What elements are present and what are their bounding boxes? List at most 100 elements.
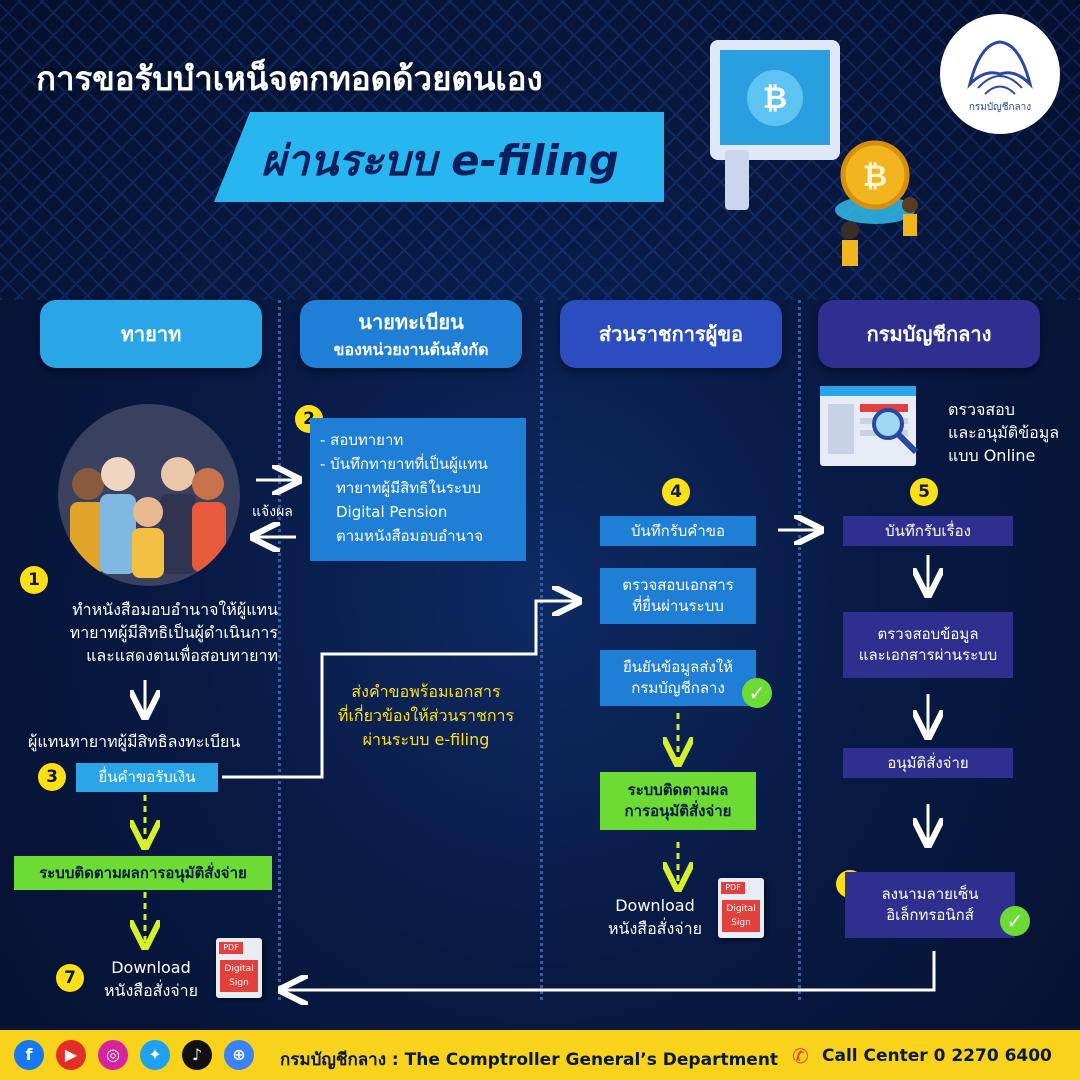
step-badge: 7 xyxy=(56,964,84,992)
record-request-box: บันทึกรับคำขอ xyxy=(600,516,756,546)
column-title: ส่วนราชการผู้ขอ xyxy=(598,322,744,346)
pdf-label-line: Digital xyxy=(726,904,756,914)
tracking-system-box: ระบบติดตามผลการอนุมัติสั่งจ่าย xyxy=(14,856,272,890)
page-subtitle: ผ่านระบบ e-filing xyxy=(261,136,619,185)
column-header-heir: ทายาท xyxy=(40,300,262,368)
magnifier-icon xyxy=(872,408,904,440)
approve-payment-box: อนุมัติสั่งจ่าย xyxy=(843,748,1013,778)
logo-text: กรมบัญชีกลาง xyxy=(968,102,1032,113)
family-illustration xyxy=(58,404,240,586)
online-review-illustration xyxy=(820,386,919,466)
note-line: ที่เกี่ยวข้องให้ส่วนราชการ xyxy=(337,706,515,725)
confirm-data-box: ยืนยันข้อมูลส่งให้ กรมบัญชีกลาง xyxy=(600,650,756,706)
pdf-document-icon: PDF Digital Sign xyxy=(216,938,262,998)
pdf-label: Digital Sign xyxy=(722,900,760,932)
phone-icon: ✆ xyxy=(792,1044,809,1068)
task-line: ตามหนังสือมอบอำนาจ xyxy=(336,527,483,545)
record-matter-box: บันทึกรับเรื่อง xyxy=(843,516,1013,546)
pdf-tag: PDF xyxy=(219,942,243,954)
download-subtitle: หนังสือสั่งจ่าย xyxy=(104,981,198,1001)
check-documents-box: ตรวจสอบเอกสาร ที่ยื่นผ่านระบบ xyxy=(600,568,756,624)
text-line: ตรวจสอบ xyxy=(948,400,1015,419)
box-line: ยืนยันข้อมูลส่งให้ xyxy=(622,658,734,676)
box-line: และเอกสารผ่านระบบ xyxy=(858,646,998,664)
download-title: Download xyxy=(615,896,695,915)
submit-connector xyxy=(222,601,576,779)
column-title: ทายาท xyxy=(120,322,182,346)
call-center: Call Center 0 2270 6400 xyxy=(822,1046,1052,1066)
crypto-illustration: ₿ ₿ xyxy=(710,40,918,266)
phone-shape xyxy=(725,150,749,210)
pdf-label-line: Sign xyxy=(229,978,249,988)
box-line: การอนุมัติสั่งจ่าย xyxy=(624,802,732,820)
send-note: ส่งคำขอพร้อมเอกสาร ที่เกี่ยวข้องให้ส่วนร… xyxy=(300,680,552,752)
gold-coin-glyph: ₿ xyxy=(863,159,887,194)
column-subtitle: ของหน่วยงานต้นสังกัด xyxy=(333,339,489,359)
text-line: ทำหนังสือมอบอำนาจให้ผู้แทน xyxy=(72,600,278,619)
column-title: นายทะเบียน xyxy=(358,309,464,334)
column-divider xyxy=(278,300,281,1000)
youtube-icon[interactable]: ▶ xyxy=(56,1040,86,1070)
return-connector xyxy=(284,951,936,990)
pdf-tag: PDF xyxy=(721,882,745,894)
task-line: Digital Pension xyxy=(336,503,448,521)
task-line: - สอบทายาท xyxy=(320,431,404,449)
instagram-icon[interactable]: ◎ xyxy=(98,1040,128,1070)
social-icons: f ▶ ◎ ✦ ♪ ⊕ xyxy=(14,1040,254,1070)
column-title: กรมบัญชีกลาง xyxy=(866,322,992,346)
department-logo xyxy=(940,14,1060,134)
pdf-label-line: Digital xyxy=(224,964,254,974)
step-badge: 5 xyxy=(910,478,938,506)
step-badge: 3 xyxy=(38,763,66,791)
pdf-label: Digital Sign xyxy=(220,960,258,992)
column-header-registrar: นายทะเบียน ของหน่วยงานต้นสังกัด xyxy=(300,300,522,368)
subtitle-banner xyxy=(214,112,664,202)
download-title: Download xyxy=(111,958,191,977)
step3-caption: ผู้แทนทายาทผู้มีสิทธิลงทะเบียน xyxy=(28,732,241,751)
pdf-label-line: Sign xyxy=(731,918,751,928)
download-subtitle: หนังสือสั่งจ่าย xyxy=(608,919,702,939)
column-divider xyxy=(798,300,801,1000)
check-icon: ✓ xyxy=(742,678,772,708)
person-icon xyxy=(902,197,918,213)
tiktok-icon[interactable]: ♪ xyxy=(182,1040,212,1070)
feedback-label: แจ้งผล xyxy=(252,504,293,520)
column-divider xyxy=(540,300,543,1000)
box-line: ที่ยื่นผ่านระบบ xyxy=(632,597,724,615)
text-line: และแสดงตนเพื่อสอบทายาท xyxy=(86,646,278,666)
box-line: อิเล็กทรอนิกส์ xyxy=(886,906,974,924)
tracking-system-box: ระบบติดตามผล การอนุมัติสั่งจ่าย xyxy=(600,772,756,830)
bitcoin-glyph: ₿ xyxy=(763,81,787,116)
check-icon: ✓ xyxy=(1000,906,1030,936)
note-line: ส่งคำขอพร้อมเอกสาร xyxy=(351,682,501,701)
box-line: ระบบติดตามผล xyxy=(627,781,729,799)
task-line: - บันทึกทายาทที่เป็นผู้แทน xyxy=(320,455,488,473)
website-icon[interactable]: ⊕ xyxy=(224,1040,254,1070)
person-body xyxy=(842,240,858,266)
text-line: ทายาทผู้มีสิทธิเป็นผู้ดำเนินการ xyxy=(69,623,278,643)
registrar-task-box: - สอบทายาท - บันทึกทายาทที่เป็นผู้แทน ทา… xyxy=(310,418,526,561)
flow-connectors xyxy=(0,0,1080,1030)
facebook-icon[interactable]: f xyxy=(14,1040,44,1070)
twitter-icon[interactable]: ✦ xyxy=(140,1040,170,1070)
step-badge: 1 xyxy=(20,566,48,594)
pdf-document-icon: PDF Digital Sign xyxy=(718,878,764,938)
text-line: แบบ Online xyxy=(948,446,1036,466)
download-text: Download หนังสือสั่งจ่าย xyxy=(598,894,712,940)
download-text: Download หนังสือสั่งจ่าย xyxy=(92,956,210,1002)
page-title: การขอรับบำเหน็จตกทอดด้วยตนเอง xyxy=(36,59,543,98)
task-line: ทายาทผู้มีสิทธิในระบบ xyxy=(336,479,482,497)
step1-description: ทำหนังสือมอบอำนาจให้ผู้แทน ทายาทผู้มีสิท… xyxy=(20,598,278,668)
online-review-text: ตรวจสอบ และอนุมัติข้อมูล แบบ Online xyxy=(948,398,1078,468)
step-badge: 4 xyxy=(662,478,690,506)
person-body xyxy=(903,214,917,236)
gold-coin-icon xyxy=(840,140,910,210)
column-header-agency: ส่วนราชการผู้ขอ xyxy=(560,300,782,368)
check-data-box: ตรวจสอบข้อมูล และเอกสารผ่านระบบ xyxy=(843,612,1013,678)
box-line: ตรวจสอบข้อมูล xyxy=(877,625,979,643)
e-signature-box: ลงนามลายเซ็น อิเล็กทรอนิกส์ xyxy=(845,872,1015,938)
note-line: ผ่านระบบ e-filing xyxy=(362,730,490,749)
family-icon xyxy=(70,457,226,578)
bitcoin-icon xyxy=(747,70,803,126)
